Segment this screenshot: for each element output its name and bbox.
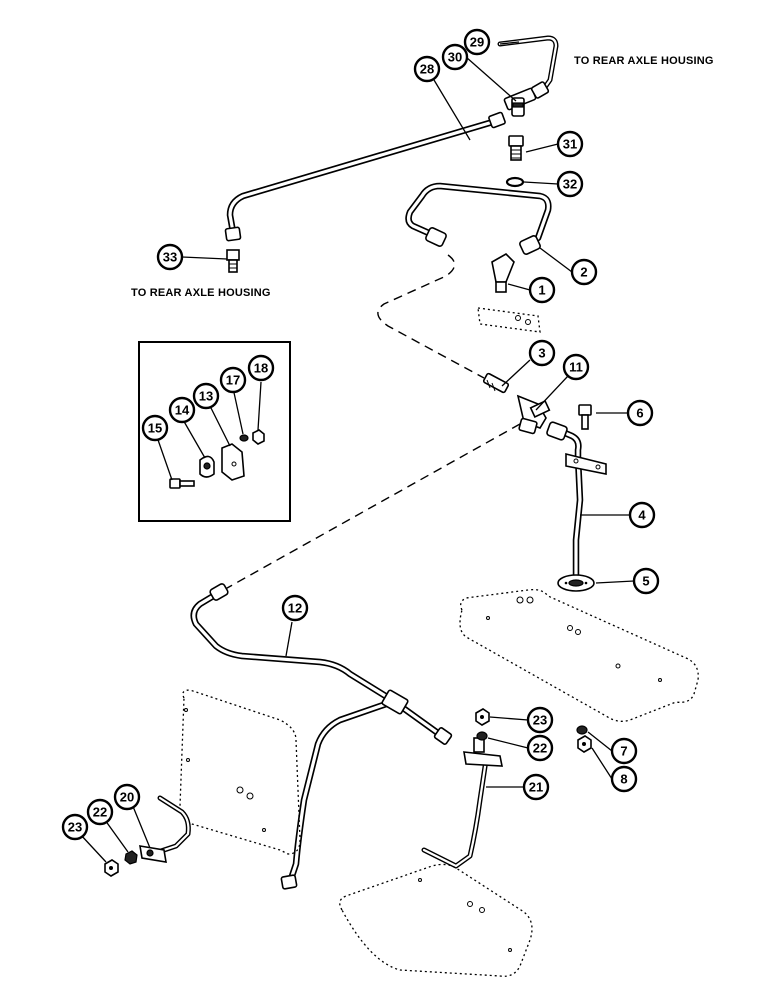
- svg-text:5: 5: [642, 574, 649, 589]
- callout-4: 4: [628, 501, 656, 529]
- callout-20: 20: [113, 783, 141, 811]
- dashed-path-2-to-3: [377, 254, 485, 379]
- manifold-block: [477, 307, 541, 333]
- clamp-14: [199, 455, 215, 478]
- pipe-20: [139, 795, 191, 863]
- callout-17: 17: [219, 366, 247, 394]
- bolt-6: [578, 404, 592, 430]
- svg-text:11: 11: [569, 360, 583, 375]
- washer-22-middle: [476, 731, 488, 741]
- svg-text:22: 22: [93, 805, 107, 820]
- svg-text:32: 32: [563, 177, 577, 192]
- callout-7: 7: [610, 737, 638, 765]
- fitting-33: [226, 249, 240, 273]
- tee-fitting-30: [503, 87, 537, 117]
- nut-23-left: [104, 859, 119, 877]
- callout-3: 3: [528, 339, 556, 367]
- pipe-29: [497, 35, 559, 99]
- cover-plate-bottom: [339, 863, 533, 977]
- svg-text:2: 2: [580, 265, 587, 280]
- callout-30: 30: [441, 43, 469, 71]
- washer-17: [239, 434, 249, 442]
- callout-14: 14: [168, 396, 196, 424]
- note-to-rear-axle-housing-left: TO REAR AXLE HOUSING: [131, 287, 271, 299]
- tee-fitting-11: [516, 394, 551, 435]
- note-to-rear-axle-housing-top: TO REAR AXLE HOUSING: [574, 55, 714, 67]
- svg-text:20: 20: [120, 790, 134, 805]
- callout-21: 21: [522, 773, 550, 801]
- callout-23-left: 23: [61, 813, 89, 841]
- svg-text:8: 8: [620, 772, 627, 787]
- pipe-4: [546, 421, 607, 580]
- svg-text:23: 23: [68, 820, 82, 835]
- callout-13: 13: [192, 382, 220, 410]
- callout-6: 6: [626, 399, 654, 427]
- callout-15: 15: [141, 414, 169, 442]
- pipe-28: [224, 111, 506, 242]
- callout-23-middle: 23: [526, 706, 554, 734]
- fitting-3: [482, 372, 510, 394]
- cover-plate-right: [459, 588, 699, 722]
- cover-plate-left: [179, 689, 301, 855]
- nut-22-left: [124, 850, 138, 865]
- pipe-21: [421, 737, 503, 869]
- bracket-13: [221, 443, 245, 481]
- callout-29: 29: [463, 28, 491, 56]
- svg-text:1: 1: [538, 283, 545, 298]
- dashed-path-11-to-12: [219, 423, 521, 593]
- callout-5: 5: [632, 567, 660, 595]
- bolt-15: [169, 478, 195, 489]
- callout-2: 2: [570, 258, 598, 286]
- callout-32: 32: [556, 170, 584, 198]
- svg-text:33: 33: [163, 250, 177, 265]
- svg-text:15: 15: [148, 421, 162, 436]
- o-ring-32: [505, 176, 525, 188]
- pipe-2: [405, 182, 552, 255]
- svg-text:12: 12: [288, 601, 302, 616]
- callout-12: 12: [281, 594, 309, 622]
- svg-text:14: 14: [175, 403, 190, 418]
- callout-1: 1: [528, 276, 556, 304]
- callout-8: 8: [610, 765, 638, 793]
- svg-text:30: 30: [448, 50, 462, 65]
- pipe-12: [190, 583, 453, 890]
- callout-28: 28: [413, 55, 441, 83]
- svg-text:23: 23: [533, 713, 547, 728]
- svg-text:4: 4: [638, 508, 646, 523]
- callout-22-left: 22: [86, 798, 114, 826]
- svg-text:28: 28: [420, 62, 434, 77]
- svg-text:29: 29: [470, 35, 484, 50]
- nut-8: [577, 735, 592, 753]
- svg-text:7: 7: [620, 744, 627, 759]
- svg-text:3: 3: [538, 346, 545, 361]
- svg-text:17: 17: [226, 373, 240, 388]
- svg-text:13: 13: [199, 389, 213, 404]
- svg-text:31: 31: [563, 137, 577, 152]
- leader-lines: [79, 41, 635, 863]
- svg-text:21: 21: [529, 780, 543, 795]
- svg-text:18: 18: [254, 361, 268, 376]
- svg-text:6: 6: [636, 406, 643, 421]
- callout-31: 31: [556, 130, 584, 158]
- callout-33: 33: [156, 243, 184, 271]
- callout-22-middle: 22: [526, 734, 554, 762]
- fitting-31: [508, 135, 524, 161]
- nut-18: [252, 429, 265, 445]
- washer-7: [576, 725, 588, 735]
- elbow-fitting-1: [491, 253, 515, 293]
- callout-11: 11: [562, 353, 590, 381]
- grommet-5: [557, 574, 595, 592]
- callout-18: 18: [247, 354, 275, 382]
- svg-text:22: 22: [533, 741, 547, 756]
- nut-23-middle: [475, 708, 490, 726]
